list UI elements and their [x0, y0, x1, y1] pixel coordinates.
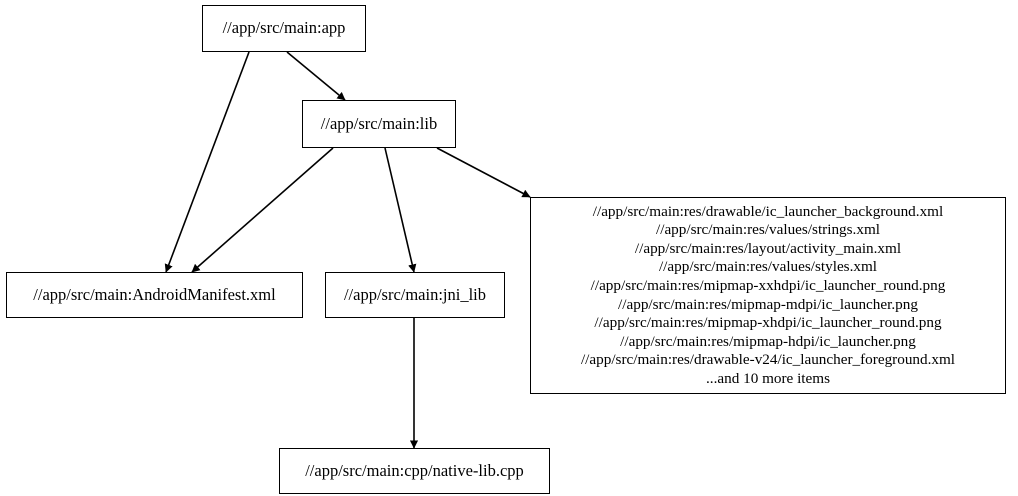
resources-line: //app/src/main:res/mipmap-hdpi/ic_launch… [620, 332, 916, 350]
resources-line: //app/src/main:res/drawable/ic_launcher_… [592, 202, 944, 220]
resources-line: //app/src/main:res/mipmap-mdpi/ic_launch… [618, 295, 918, 313]
resources-line: //app/src/main:res/drawable-v24/ic_launc… [580, 351, 956, 369]
resources-line: ...and 10 more items [705, 369, 830, 387]
resources-line: //app/src/main:res/values/strings.xml [656, 221, 880, 239]
graph-edge-app-to-lib [286, 51, 346, 101]
graph-edge-app-to-manifest [164, 51, 250, 273]
graph-node-label: //app/src/main:lib [320, 113, 438, 133]
graph-node-app[interactable]: //app/src/main:app [202, 5, 366, 52]
resources-line: //app/src/main:res/layout/activity_main.… [634, 239, 902, 257]
graph-node-android-manifest[interactable]: //app/src/main:AndroidManifest.xml [6, 272, 303, 318]
graph-edge-lib-to-jni_lib [384, 147, 417, 273]
graph-node-label: //app/src/main:AndroidManifest.xml [33, 284, 276, 304]
resources-line: //app/src/main:res/mipmap-xxhdpi/ic_laun… [590, 276, 946, 294]
graph-node-label: //app/src/main:cpp/native-lib.cpp [305, 460, 524, 480]
graph-edge-lib-to-resources [436, 147, 531, 198]
graph-node-lib[interactable]: //app/src/main:lib [302, 100, 456, 148]
graph-edge-lib-to-manifest [191, 147, 334, 273]
graph-node-jni-lib[interactable]: //app/src/main:jni_lib [325, 272, 505, 318]
resources-line-list: //app/src/main:res/drawable/ic_launcher_… [581, 203, 955, 389]
resources-line: //app/src/main:res/mipmap-xhdpi/ic_launc… [594, 314, 942, 332]
graph-node-native-lib-cpp[interactable]: //app/src/main:cpp/native-lib.cpp [279, 448, 550, 494]
graph-node-label: //app/src/main:app [222, 18, 346, 38]
graph-node-label: //app/src/main:jni_lib [343, 284, 487, 304]
graph-node-resources-group[interactable]: //app/src/main:res/drawable/ic_launcher_… [530, 197, 1006, 394]
resources-line: //app/src/main:res/values/styles.xml [658, 258, 878, 276]
